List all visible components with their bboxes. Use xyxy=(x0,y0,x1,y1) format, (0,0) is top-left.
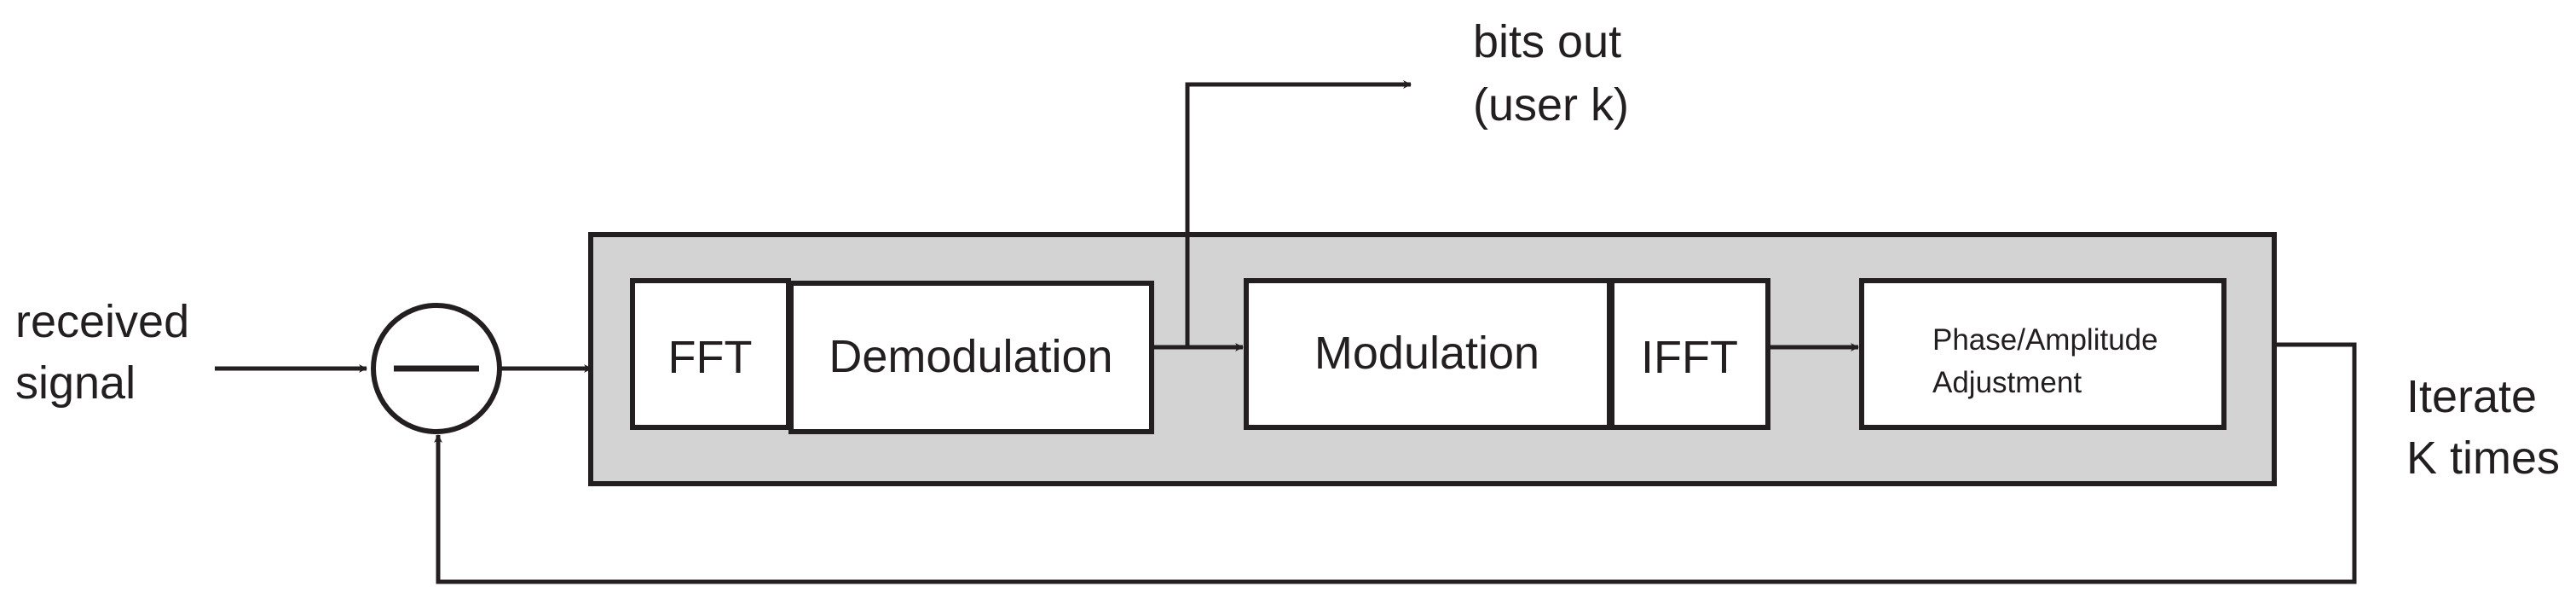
fft-block xyxy=(630,278,791,430)
phase-amplitude-label: Phase/Amplitude xyxy=(1932,323,2158,357)
ifft-block xyxy=(1609,278,1770,430)
fft-label: FFT xyxy=(668,332,753,383)
phase-amplitude-block xyxy=(1859,278,2227,430)
feedback-loop xyxy=(434,342,2357,584)
k-times-label: K times xyxy=(2406,433,2560,484)
bits-out-label: bits out xyxy=(1473,16,1621,67)
demodulation-label: Demodulation xyxy=(829,331,1112,382)
user-k-label: (user k) xyxy=(1473,79,1629,131)
iterate-label: Iterate xyxy=(2406,371,2537,422)
adjustment-label: Adjustment xyxy=(1932,366,2082,399)
bits-out-arrow xyxy=(1185,80,1412,347)
signal-label: signal xyxy=(15,357,136,409)
received-label: received xyxy=(15,296,189,347)
ifft-label: IFFT xyxy=(1641,332,1738,383)
demodulation-block xyxy=(788,281,1154,434)
modulation-label: Modulation xyxy=(1314,328,1539,379)
